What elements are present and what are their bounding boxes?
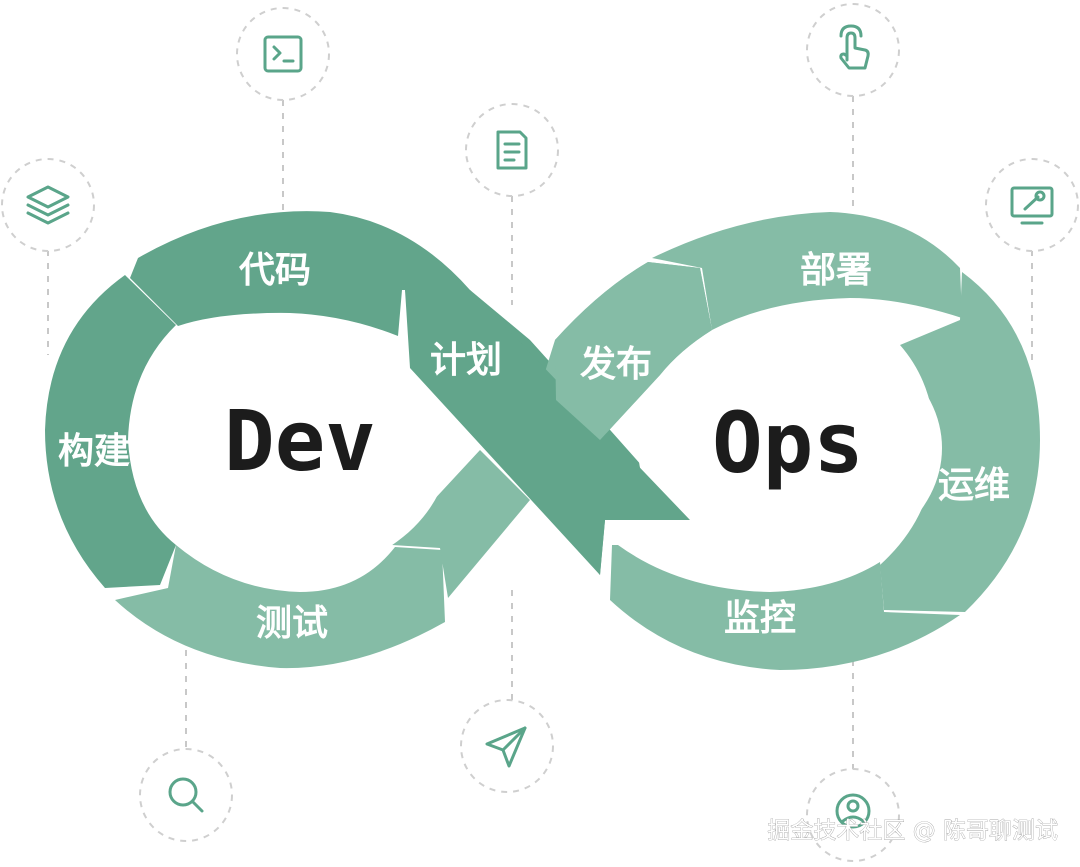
document-icon (465, 103, 559, 197)
stage-label-release: 发布 (580, 344, 652, 385)
connectors (47, 96, 1033, 770)
layers-icon (1, 158, 95, 252)
segment-operate (880, 272, 1040, 612)
segment-code (130, 211, 470, 336)
stage-label-code: 代码 (238, 250, 311, 291)
ops-hole (638, 326, 942, 570)
stage-label-plan: 计划 (430, 340, 502, 381)
stage-label-test: 测试 (256, 603, 328, 644)
ops-label: Ops (712, 394, 864, 492)
segment-plan-overlay (405, 290, 690, 575)
dev-label: Dev (224, 392, 376, 490)
segment-crossing-light (392, 450, 530, 598)
terminal-icon (236, 7, 330, 101)
segment-build (45, 275, 176, 588)
send-icon (460, 699, 554, 793)
search-icon (139, 748, 233, 842)
watermark-text: 掘金技术社区 @ 陈哥聊测试 (767, 818, 1058, 844)
stage-label-deploy: 部署 (800, 250, 872, 291)
stage-label-operate: 运维 (938, 465, 1010, 506)
user-icon (806, 768, 900, 862)
monitor-wrench-icon (985, 158, 1079, 252)
stage-label-monitor: 监控 (724, 598, 796, 639)
segment-release-overlay (555, 262, 712, 440)
dev-hole (130, 315, 450, 575)
segment-deploy (652, 212, 962, 330)
segment-test (115, 545, 445, 669)
segment-monitor (610, 545, 960, 670)
stage-label-build: 构建 (58, 431, 130, 472)
pointer-hand-icon (806, 3, 900, 97)
